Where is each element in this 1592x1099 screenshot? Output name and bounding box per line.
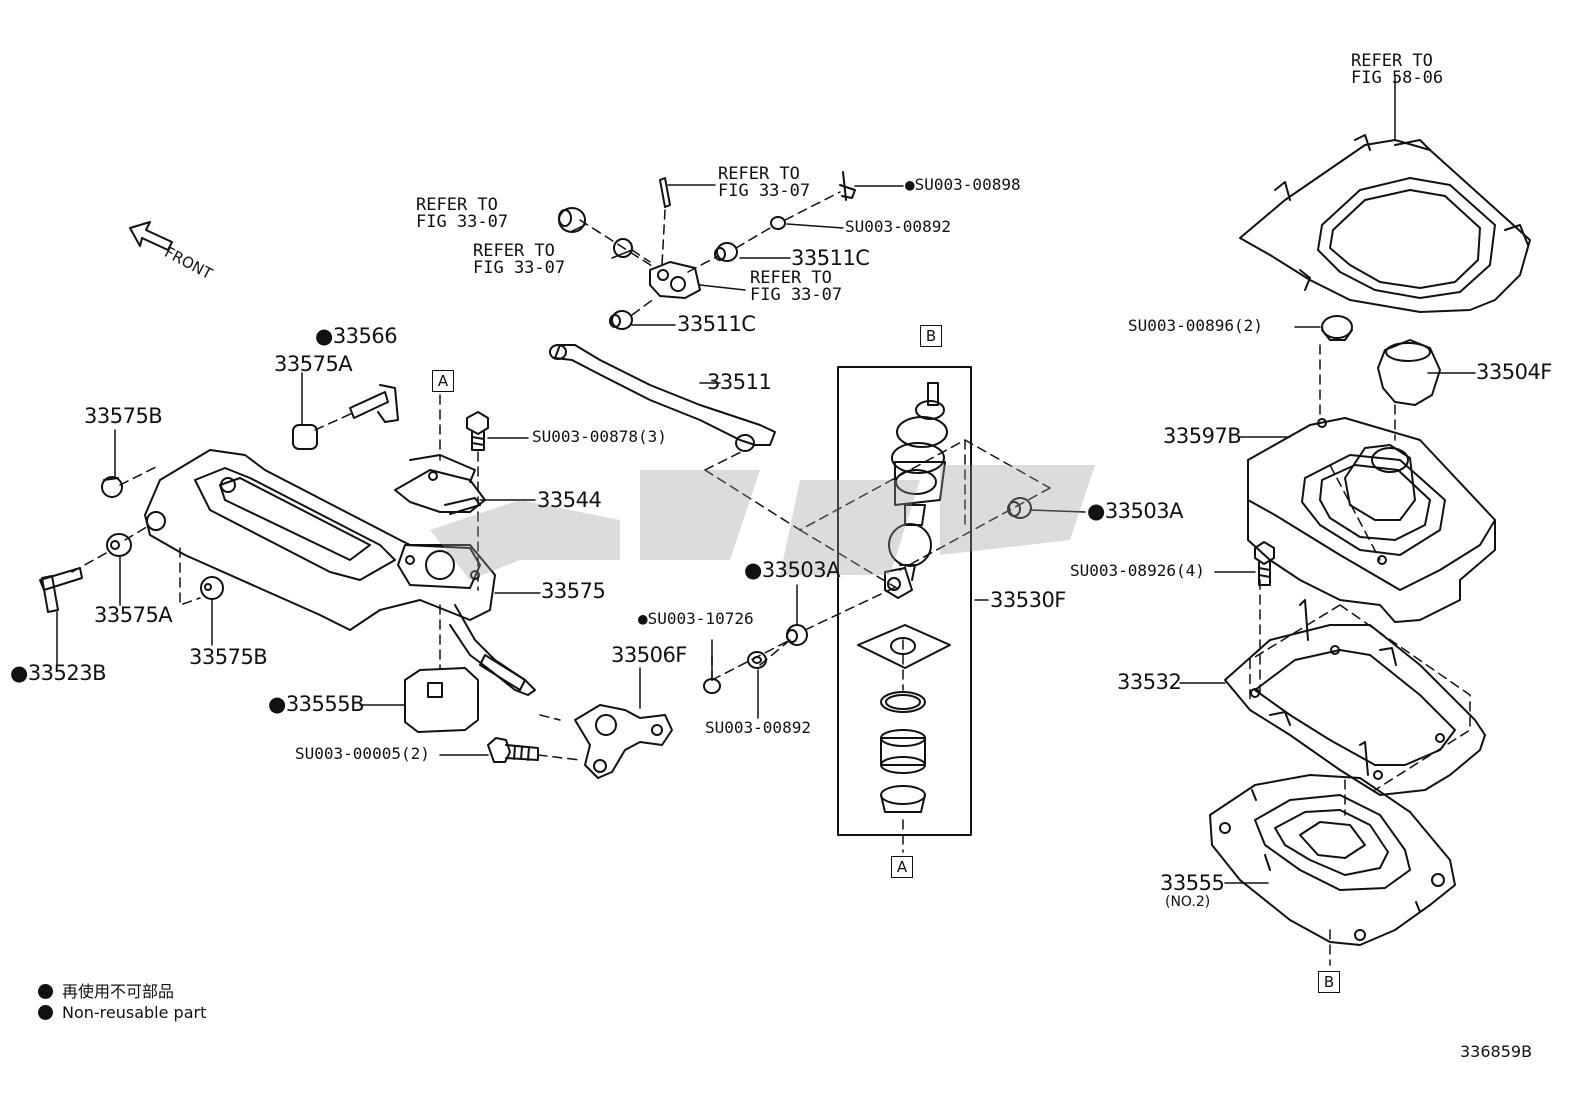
front-arrow-icon — [129, 221, 173, 251]
label-33555B: ●33555B — [268, 692, 365, 716]
label-33511: 33511 — [707, 370, 772, 394]
label-su003-00878: SU003-00878(3) — [532, 427, 667, 446]
link-joint — [649, 261, 701, 299]
bullet-icon — [38, 1005, 53, 1020]
refer-to-fig-58-06: REFER TO FIG 58-06 — [1351, 51, 1444, 89]
legend-line-jp: 再使用不可部品 — [38, 978, 174, 1002]
bracket-33544 — [394, 454, 486, 515]
label-33506F: 33506F — [611, 643, 687, 667]
label-su003-10726: ●SU003-10726 — [638, 609, 754, 628]
bushing-33575A-bot — [106, 533, 132, 557]
figure-number: 336859B — [1460, 1042, 1533, 1061]
label-33566: ●33566 — [315, 324, 398, 348]
bushing-33503A-right — [1007, 497, 1032, 519]
ref-box-a-top: A — [432, 370, 454, 392]
cap-su003-00896 — [1321, 315, 1353, 341]
shift-rod-33511 — [549, 344, 776, 452]
label-su003-00892-mid: SU003-00892 — [705, 718, 811, 737]
ref-box-a-bottom: A — [891, 856, 913, 878]
label-33544: 33544 — [537, 488, 602, 512]
bushing-33575A-top — [292, 424, 318, 450]
label-33511C-b: 33511C — [791, 246, 870, 270]
refer-to-fig-33-07-c: REFER TO FIG 33-07 — [718, 164, 811, 202]
bolt-su003-08926 — [1254, 541, 1275, 586]
washer-su003-00892-mid — [747, 651, 767, 669]
ref-box-b-top: B — [920, 325, 942, 347]
shifter-assy-box — [837, 366, 972, 836]
label-33555: 33555 — [1160, 871, 1225, 895]
label-33597B: 33597B — [1163, 424, 1242, 448]
label-33503A-mid: ●33503A — [744, 558, 841, 582]
label-su003-00896: SU003-00896(2) — [1128, 316, 1263, 335]
bracket-frame-33532 — [1224, 599, 1486, 796]
shifter-housing-33575 — [144, 449, 536, 696]
label-33575A-top: 33575A — [274, 352, 353, 376]
bushing-33511C-a — [609, 310, 633, 330]
legend-line-en: Non-reusable part — [38, 1003, 206, 1022]
mount-33555B — [404, 667, 479, 733]
link-bush-small — [613, 238, 633, 258]
label-su003-00005: SU003-00005(2) — [295, 744, 430, 763]
refer-to-fig-33-07-b: REFER TO FIG 33-07 — [473, 241, 566, 279]
knob-33504F — [1377, 339, 1441, 406]
label-su003-08926: SU003-08926(4) — [1070, 561, 1205, 580]
pin-33523B — [39, 567, 83, 613]
link-pin — [659, 177, 671, 208]
label-33575: 33575 — [541, 579, 606, 603]
refer-to-fig-33-07-a: REFER TO FIG 33-07 — [416, 195, 509, 233]
refer-to-fig-33-07-d: REFER TO FIG 33-07 — [750, 268, 843, 306]
ref-box-b-bottom: B — [1318, 971, 1340, 993]
washer-su003-00892-top — [770, 216, 786, 230]
label-33530F: 33530F — [990, 588, 1066, 612]
label-33575B-bot: 33575B — [189, 645, 268, 669]
label-su003-00898: ●SU003-00898 — [905, 175, 1021, 194]
label-33523B: ●33523B — [10, 661, 107, 685]
label-33555-no2: (NO.2) — [1165, 894, 1211, 910]
label-33511C-a: 33511C — [677, 312, 756, 336]
bolt-su003-00005 — [487, 737, 539, 763]
bolt-su003-00878 — [466, 411, 489, 451]
console-base-33597B — [1247, 417, 1496, 623]
bushing-33575B-top — [101, 476, 123, 498]
bracket-33506F — [574, 704, 673, 779]
bullet-icon — [38, 984, 53, 999]
watermark — [430, 465, 1095, 580]
label-su003-00892-top: SU003-00892 — [845, 217, 951, 236]
label-33575A-bot: 33575A — [94, 603, 173, 627]
washer-su003-10726 — [703, 678, 721, 694]
label-33532: 33532 — [1117, 670, 1182, 694]
label-33575B-top: 33575B — [84, 404, 163, 428]
clip-su003-00898 — [839, 171, 856, 201]
shift-lever-33530F — [857, 382, 951, 813]
bushing-33575B-bot — [200, 576, 224, 600]
link-bush-large — [558, 207, 586, 233]
label-33504F: 33504F — [1476, 360, 1552, 384]
boot-33555-no2 — [1209, 774, 1456, 946]
pin-33566 — [349, 384, 399, 423]
console-panel — [1239, 134, 1531, 313]
bushing-33511C-b — [714, 242, 738, 262]
label-33503A-right: ●33503A — [1087, 499, 1184, 523]
bushing-33503A-mid — [786, 624, 808, 646]
